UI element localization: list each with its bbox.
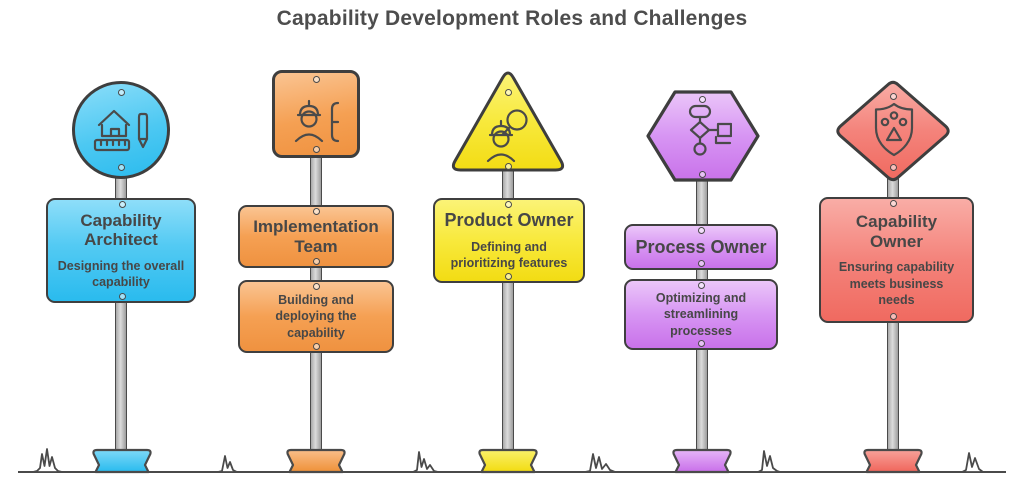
pole-base — [863, 448, 923, 474]
worker-magnifier-icon — [486, 109, 528, 163]
rivet — [312, 75, 320, 83]
rivet — [118, 200, 126, 208]
pole-base — [478, 448, 538, 474]
role-label: Process Owner — [635, 236, 767, 257]
rivet — [697, 226, 705, 234]
challenge-label: Defining and prioritizing features — [450, 239, 568, 270]
rivet — [312, 342, 320, 350]
rivet — [504, 162, 512, 170]
role-label: Product Owner — [444, 209, 574, 230]
challenge-label: Ensuring capability meets business needs — [838, 260, 955, 307]
sign-plate: Product Owner Defining and prioritizing … — [433, 198, 585, 283]
circle-badge — [72, 81, 170, 179]
worker-bracket-icon — [294, 99, 340, 143]
shield-mask-icon — [874, 102, 914, 157]
rivet — [698, 170, 706, 178]
grass-tufts — [32, 448, 984, 473]
rivet — [504, 200, 512, 208]
rivet — [697, 259, 705, 267]
sign-plate: Optimizing and streamlining processes — [624, 279, 778, 350]
pole-base — [286, 448, 346, 474]
rivet — [504, 272, 512, 280]
rivet — [889, 163, 897, 171]
role-label: Implementation Team — [253, 216, 379, 256]
role-label: Capability Architect — [80, 210, 162, 250]
rivet — [889, 199, 897, 207]
sign-plate: Capability Owner Ensuring capability mee… — [819, 197, 974, 323]
challenge-label: Designing the overall capability — [57, 258, 185, 290]
sign-plate: Capability Architect Designing the overa… — [46, 198, 196, 303]
sign-plate: Building and deploying the capability — [238, 280, 394, 353]
rivet — [889, 312, 897, 320]
rivet — [698, 95, 706, 103]
rivet — [697, 339, 705, 347]
challenge-label: Optimizing and streamlining processes — [655, 291, 747, 338]
role-label: Capability Owner — [855, 211, 938, 251]
rivet — [312, 282, 320, 290]
flowchart-icon — [688, 104, 732, 156]
pole-base — [672, 448, 732, 474]
rivet — [504, 88, 512, 96]
rivet — [312, 145, 320, 153]
page-title: Capability Development Roles and Challen… — [276, 7, 748, 30]
rivet — [117, 88, 125, 96]
pole-base — [92, 448, 152, 474]
rivet — [118, 292, 126, 300]
rivet — [312, 207, 320, 215]
challenge-label: Building and deploying the capability — [275, 293, 357, 340]
rivet — [117, 163, 125, 171]
rivet — [312, 257, 320, 265]
rivet — [697, 281, 705, 289]
rivet — [889, 92, 897, 100]
house-ruler-pencil-icon — [93, 109, 149, 152]
